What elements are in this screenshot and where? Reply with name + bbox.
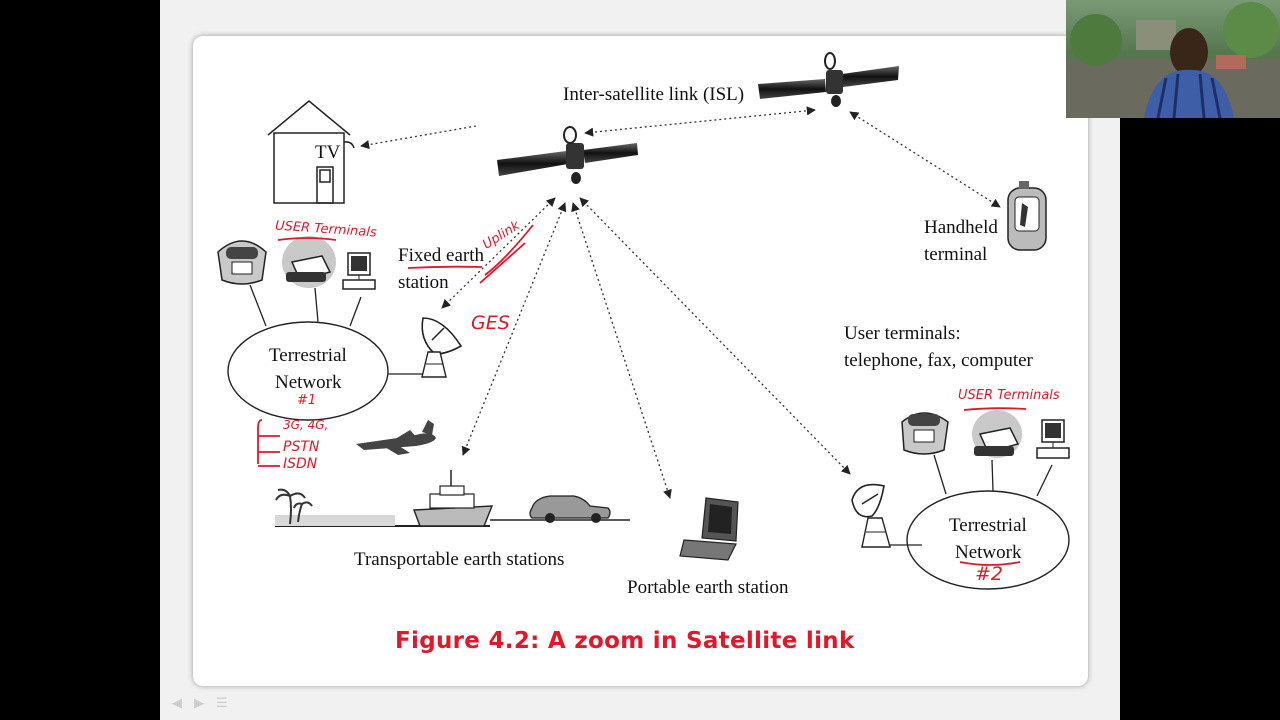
satellite-icon [758,52,899,107]
next-slide-icon[interactable]: ▶ [194,696,204,711]
prev-slide-icon[interactable]: ◀ [172,696,182,711]
user-terminals-label-line1: User terminals: [844,323,961,344]
underline-network-2 [959,561,1021,566]
network-1-number-annotation: #1 [297,393,317,408]
dish-antenna-icon [851,483,891,548]
transportable-link [461,202,567,456]
underline-user-terminals-2 [963,407,1027,411]
airplane-icon [356,420,436,455]
underline-fixed-earth [407,265,483,269]
fax-icon [972,410,1022,458]
network-2-number-annotation: #2 [975,563,1004,585]
slide-toolbar[interactable]: ◀ ▶ ☰ [172,694,282,714]
isl-label: Inter-satellite link (ISL) [563,84,745,105]
ship-icon [413,470,494,527]
isl-link [584,106,816,137]
figure-caption: Figure 4.2: A zoom in Satellite link [395,628,855,654]
terrestrial-network-2-ellipse [906,490,1070,590]
transportable-earth-stations-label: Transportable earth stations [354,549,565,570]
terrestrial-network-1-label-line2: Network [275,372,342,393]
tv-link [360,125,477,150]
uplink-arrow-stroke [479,224,534,284]
fax-icon [282,236,336,288]
links [360,106,1001,499]
computer-icon [342,252,376,290]
slide: Inter-satellite link (ISL) TV Fixed eart… [193,36,1088,686]
portable-link [571,202,672,499]
network-1-type-3g4g: 3G, 4G, [283,418,329,432]
network-1-type-isdn: ISDN [283,456,318,472]
ges-annotation: GES [471,312,510,334]
bracket-network-1 [257,419,280,467]
telephone-icon [901,412,949,455]
terrestrial-network-2-label-line1: Terrestrial [949,515,1027,536]
fixed-earth-station-label-line1: Fixed earth [398,245,485,266]
handheld-terminal-label-line2: terminal [924,244,988,265]
annotation-marks [257,224,1027,566]
handheld-link [849,111,1001,208]
terrestrial-network-1-ellipse [227,321,389,421]
terrestrial-network-2-label-line2: Network [955,542,1022,563]
menu-icon[interactable]: ☰ [216,696,228,711]
terrestrial-network-1-label-line1: Terrestrial [269,345,347,366]
handheld-terminal-label-line1: Handheld [924,217,998,238]
house-icon [267,100,355,204]
handheld-icon [1007,181,1047,251]
webcam-video [1066,0,1280,118]
tv-label: TV [315,142,341,163]
car-icon [529,495,611,523]
network-1-connections [249,284,425,375]
satellite-icon [497,126,638,184]
satellite-link-diagram [217,52,1070,590]
user-terminals-label-line2: telephone, fax, computer [844,350,1033,371]
user-terminals-annotation-2: USER Terminals [958,388,1060,403]
network-1-type-pstn: PSTN [283,439,320,455]
underline-user-terminals-1 [277,237,337,241]
telephone-icon [217,240,267,285]
computer-icon [1036,419,1070,459]
network-2-connections [888,454,1053,546]
network-2-link [579,197,851,475]
webcam-scene [1066,2,1280,118]
laptop-icon [679,497,739,561]
portable-earth-station-label: Portable earth station [627,577,789,598]
dish-antenna-icon [421,317,463,378]
fixed-earth-station-label-line2: station [398,272,449,293]
palm-tree-icon [275,488,313,525]
